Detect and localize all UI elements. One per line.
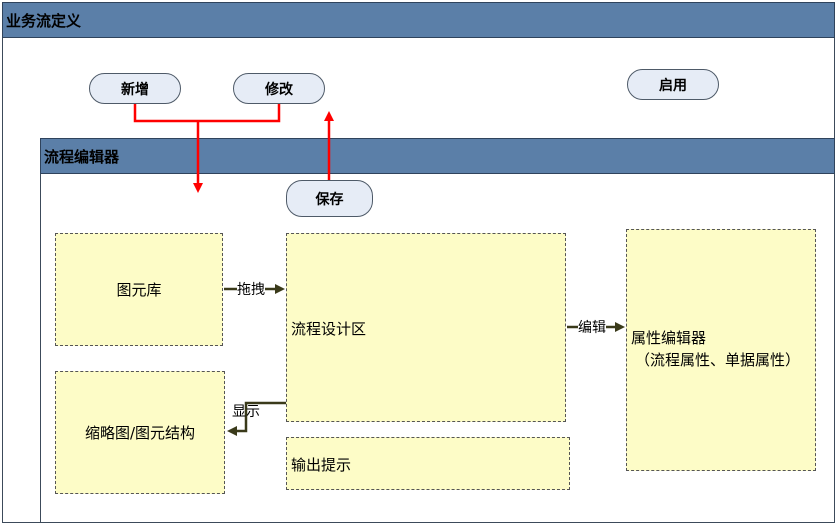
thumbnail-box: 缩略图/图元结构: [55, 371, 225, 494]
property-editor-label: 属性编辑器: [631, 329, 707, 347]
flow-design-area-box: 流程设计区: [286, 233, 566, 422]
property-editor-sublabel: （流程属性、单据属性）: [635, 351, 801, 369]
output-hint-label: 输出提示: [291, 456, 352, 474]
add-button-label: 新增: [121, 81, 149, 98]
edit-button[interactable]: 修改: [233, 73, 325, 104]
add-edit-to-editor-arrow: [133, 104, 281, 188]
save-button[interactable]: 保存: [286, 180, 373, 217]
editor-panel: [40, 138, 835, 523]
thumbnail-label: 缩略图/图元结构: [84, 424, 196, 442]
display-arrow: [227, 401, 286, 436]
flow-design-area-label: 流程设计区: [291, 320, 367, 338]
save-button-label: 保存: [315, 191, 344, 208]
drag-label: 拖拽: [237, 279, 265, 299]
window-title-bar: 业务流定义: [2, 2, 835, 38]
editor-title-bar: 流程编辑器: [40, 138, 835, 174]
enable-button[interactable]: 启用: [627, 69, 719, 100]
edit-button-label: 修改: [265, 81, 293, 98]
display-label: 显示: [232, 404, 260, 420]
property-editor-box: 属性编辑器 （流程属性、单据属性）: [626, 229, 816, 471]
output-hint-box: 输出提示: [286, 437, 570, 490]
window-title: 业务流定义: [6, 11, 82, 30]
element-library-box: 图元库: [55, 233, 223, 346]
enable-button-label: 启用: [659, 77, 687, 94]
editor-title: 流程编辑器: [44, 147, 120, 166]
element-library-label: 图元库: [116, 281, 162, 299]
edit-label: 编辑: [578, 317, 606, 337]
add-button[interactable]: 新增: [89, 73, 181, 104]
